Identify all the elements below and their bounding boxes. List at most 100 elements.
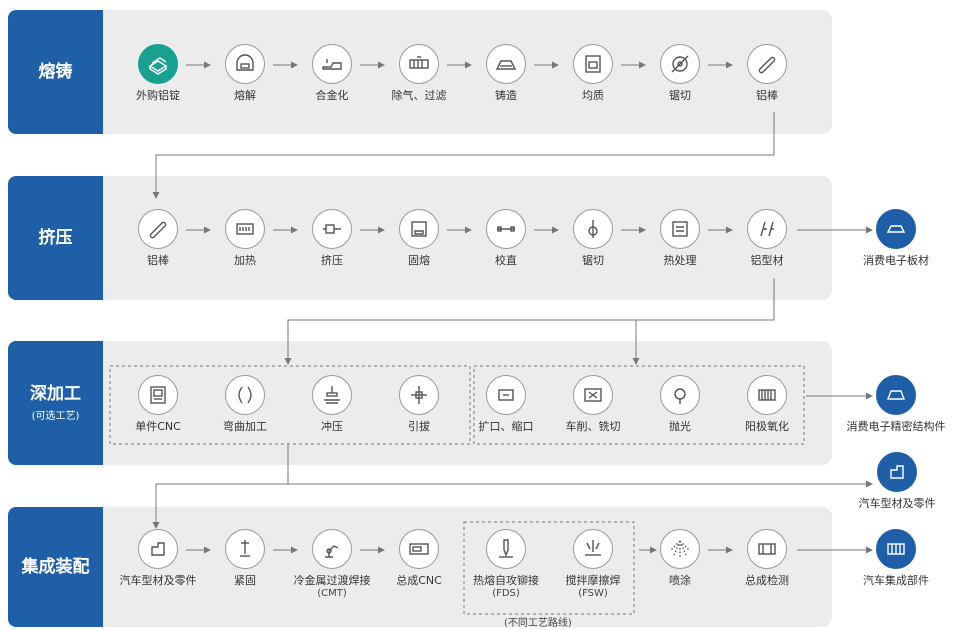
output-label: 消费电子精密结构件 bbox=[846, 420, 946, 433]
press-icon bbox=[312, 375, 352, 415]
saw-blade-icon bbox=[660, 44, 700, 84]
step-purchased-ingot: 外购铝锭 bbox=[110, 44, 206, 103]
alloy-icon bbox=[312, 44, 352, 84]
step-assembly-cnc: 总成CNC bbox=[371, 529, 467, 588]
step-label: 单件CNC bbox=[135, 420, 181, 433]
step-cmt-welding: 冷金属过渡焊接 (CMT) bbox=[284, 529, 380, 599]
step-heat-treatment: 热处理 bbox=[632, 209, 728, 268]
spray-icon bbox=[660, 529, 700, 569]
step-label: 铝棒 bbox=[756, 89, 778, 102]
step-label: 熔解 bbox=[234, 89, 256, 102]
degas-filter-icon bbox=[399, 44, 439, 84]
step-melting: 熔解 bbox=[197, 44, 293, 103]
auto-part-icon bbox=[877, 452, 917, 492]
polish-icon bbox=[660, 375, 700, 415]
step-sawing: 锯切 bbox=[632, 44, 728, 103]
step-homogenizing: 均质 bbox=[545, 44, 641, 103]
step-casting: 铸造 bbox=[458, 44, 554, 103]
row-title: 深加工 bbox=[30, 383, 81, 404]
heater-icon bbox=[225, 209, 265, 249]
step-label: 挤压 bbox=[321, 254, 343, 267]
step-sawing: 锯切 bbox=[545, 209, 641, 268]
step-aluminum-rod: 铝棒 bbox=[719, 44, 815, 103]
step-heating: 加热 bbox=[197, 209, 293, 268]
step-alloying: 合金化 bbox=[284, 44, 380, 103]
solution-oven-icon bbox=[399, 209, 439, 249]
battery-tray-icon bbox=[876, 529, 916, 569]
ingot-icon bbox=[138, 44, 178, 84]
row-label-assembly: 集成装配 bbox=[8, 507, 103, 627]
row-label-casting: 熔铸 bbox=[8, 10, 103, 134]
casting-icon bbox=[486, 44, 526, 84]
step-fsw-welding: 搅拌摩擦焊 (FSW) bbox=[545, 529, 641, 599]
fsw-icon bbox=[573, 529, 613, 569]
profile-icon bbox=[747, 209, 787, 249]
step-label: 汽车型材及零件 bbox=[119, 574, 197, 587]
anodize-icon bbox=[747, 375, 787, 415]
output-label: 汽车集成部件 bbox=[863, 574, 929, 587]
step-label: 总成检测 bbox=[745, 574, 789, 587]
step-label: 冷金属过渡焊接 bbox=[293, 574, 371, 587]
step-degassing-filtering: 除气、过滤 bbox=[371, 44, 467, 103]
output-auto-profile-parts: 汽车型材及零件 bbox=[842, 452, 952, 511]
step-bending: 弯曲加工 bbox=[197, 375, 293, 434]
plate-icon bbox=[876, 209, 916, 249]
extrusion-icon bbox=[312, 209, 352, 249]
step-label: 锯切 bbox=[669, 89, 691, 102]
step-sublabel: (FSW) bbox=[578, 587, 608, 599]
auto-part-icon bbox=[138, 529, 178, 569]
heat-treat-icon bbox=[660, 209, 700, 249]
assembly-cnc-icon bbox=[399, 529, 439, 569]
step-fds-riveting: 热熔自攻铆接 (FDS) bbox=[458, 529, 554, 599]
step-label: 除气、过滤 bbox=[391, 89, 447, 102]
step-label: 外购铝锭 bbox=[136, 89, 180, 102]
straighten-icon bbox=[486, 209, 526, 249]
step-label: 铝型材 bbox=[750, 254, 784, 267]
step-solution-treatment: 固熔 bbox=[371, 209, 467, 268]
output-consumer-electronics-precision-part: 消费电子精密结构件 bbox=[836, 375, 956, 434]
milling-icon bbox=[573, 375, 613, 415]
row-subtitle: (可选工艺) bbox=[31, 411, 80, 423]
step-label: 铸造 bbox=[495, 89, 517, 102]
step-label: 引拔 bbox=[408, 420, 430, 433]
step-label: 合金化 bbox=[315, 89, 349, 102]
step-stamping: 冲压 bbox=[284, 375, 380, 434]
step-aluminum-rod: 铝棒 bbox=[110, 209, 206, 268]
homogenize-icon bbox=[573, 44, 613, 84]
step-label: 热熔自攻铆接 bbox=[473, 574, 539, 587]
bending-icon bbox=[225, 375, 265, 415]
step-label: 扩口、缩口 bbox=[478, 420, 534, 433]
fastening-icon bbox=[225, 529, 265, 569]
step-assembly-inspection: 总成检测 bbox=[719, 529, 815, 588]
step-flaring-necking: 扩口、缩口 bbox=[458, 375, 554, 434]
row-label-extrusion: 挤压 bbox=[8, 176, 103, 300]
row-title: 熔铸 bbox=[38, 61, 73, 82]
furnace-icon bbox=[225, 44, 265, 84]
step-anodizing: 阳极氧化 bbox=[719, 375, 815, 434]
step-extruding: 挤压 bbox=[284, 209, 380, 268]
rod-icon bbox=[747, 44, 787, 84]
output-label: 消费电子板材 bbox=[863, 254, 929, 267]
step-label: 弯曲加工 bbox=[223, 420, 267, 433]
precision-part-icon bbox=[876, 375, 916, 415]
step-label: 校直 bbox=[495, 254, 517, 267]
step-label: 紧固 bbox=[234, 574, 256, 587]
step-label: 喷涂 bbox=[669, 574, 691, 587]
step-spraying: 喷涂 bbox=[632, 529, 728, 588]
step-label: 加热 bbox=[234, 254, 256, 267]
step-straightening: 校直 bbox=[458, 209, 554, 268]
step-drawing: 引拔 bbox=[371, 375, 467, 434]
step-label: 抛光 bbox=[669, 420, 691, 433]
step-polishing: 抛光 bbox=[632, 375, 728, 434]
step-label: 铝棒 bbox=[147, 254, 169, 267]
row-title: 挤压 bbox=[38, 227, 73, 248]
step-fastening: 紧固 bbox=[197, 529, 293, 588]
step-label: 固熔 bbox=[408, 254, 430, 267]
step-label: 热处理 bbox=[663, 254, 697, 267]
step-label: 搅拌摩擦焊 bbox=[565, 574, 621, 587]
row-label-deep-processing: 深加工 (可选工艺) bbox=[8, 341, 103, 465]
step-label: 阳极氧化 bbox=[745, 420, 789, 433]
output-consumer-electronics-plate: 消费电子板材 bbox=[848, 209, 944, 268]
